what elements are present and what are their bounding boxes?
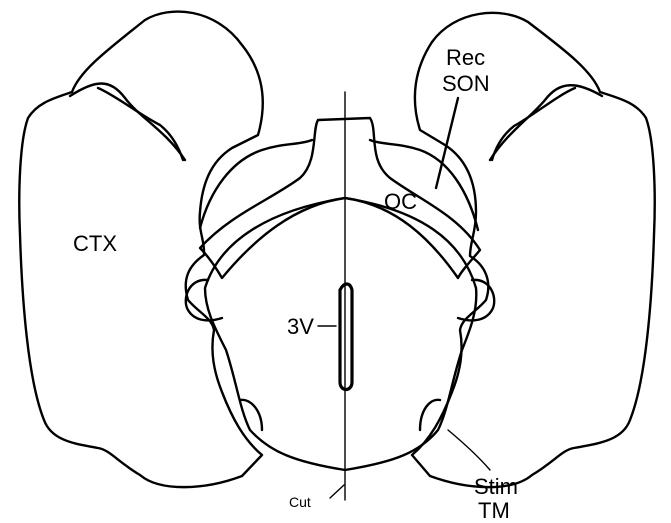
cut-leader bbox=[330, 485, 344, 498]
label-third-ventricle: 3V bbox=[287, 314, 314, 339]
label-cut: Cut bbox=[289, 494, 311, 510]
left-sulcus-inner bbox=[98, 88, 183, 160]
label-stim: Stim bbox=[474, 474, 518, 499]
label-tm: TM bbox=[478, 498, 510, 523]
label-rec: Rec bbox=[446, 45, 485, 70]
right-upper-arc bbox=[370, 140, 478, 230]
label-oc: OC bbox=[384, 189, 417, 214]
label-son: SON bbox=[442, 71, 490, 96]
left-cortex-outline bbox=[19, 12, 262, 488]
right-sulcus-inner bbox=[492, 88, 575, 160]
stim-tm-leader bbox=[448, 430, 490, 470]
label-ctx: CTX bbox=[73, 231, 117, 256]
rec-son-electrode-line bbox=[436, 98, 458, 188]
right-sulcus-outer bbox=[490, 85, 602, 160]
left-sulcus-outer bbox=[70, 84, 185, 161]
third-ventricle-shape bbox=[340, 284, 352, 390]
